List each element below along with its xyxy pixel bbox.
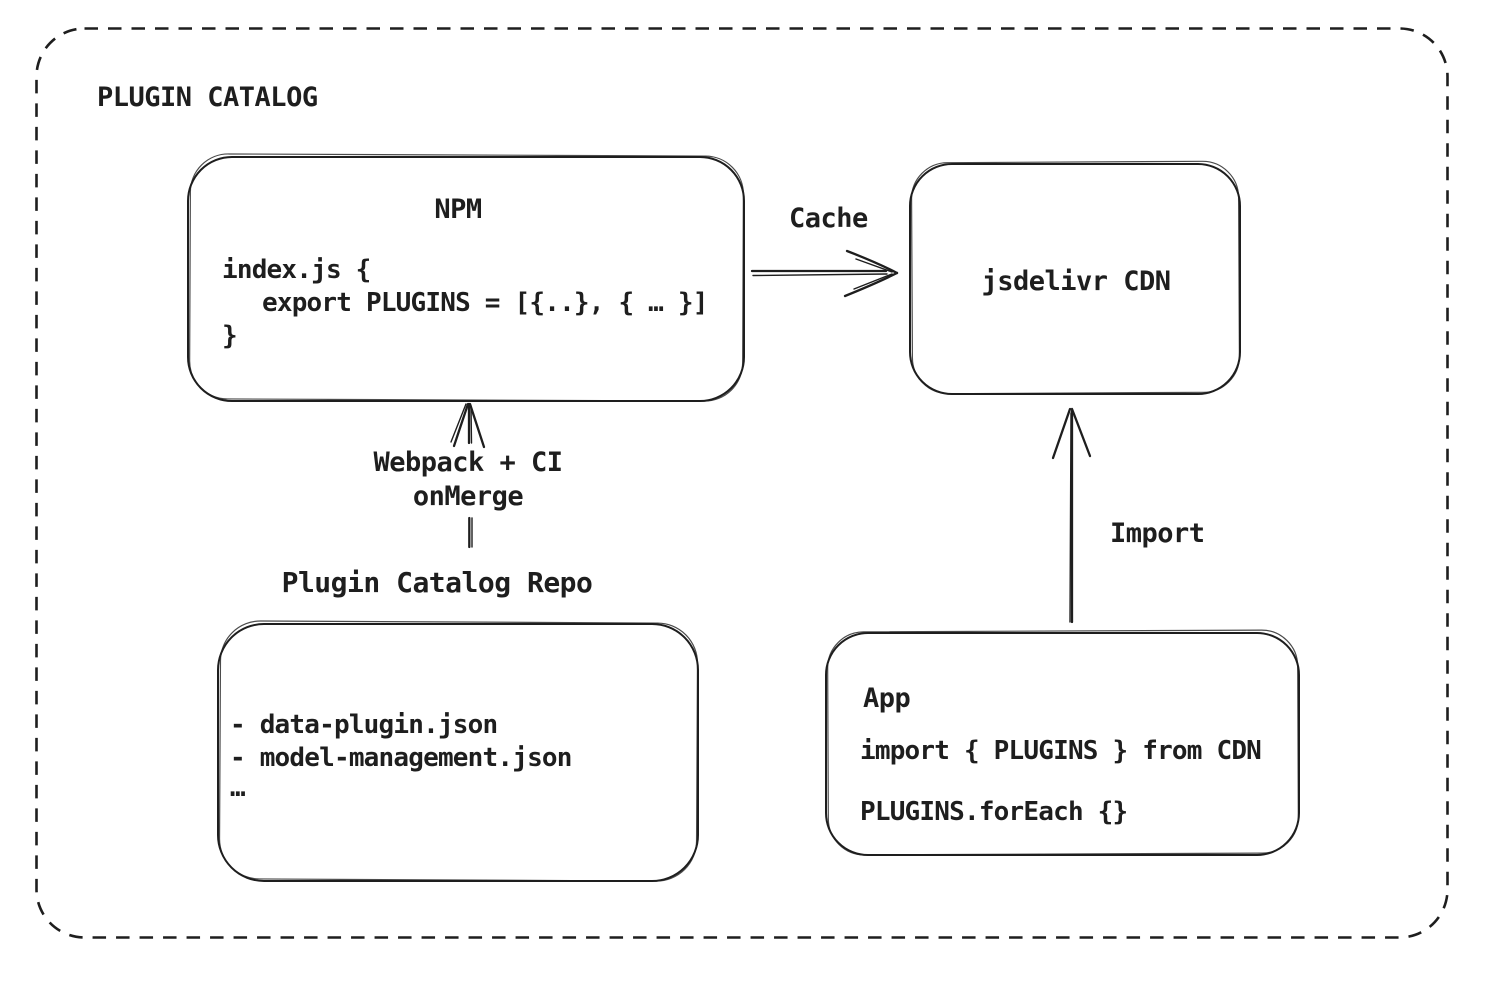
app-code-line: PLUGINS.forEach {} [860,797,1127,827]
npm-box: NPM index.js { export PLUGINS = [{..}, {… [187,153,745,402]
repo-box: Plugin Catalog Repo - data-plugin.json -… [217,566,699,882]
app-box: App import { PLUGINS } from CDN PLUGINS.… [825,629,1300,856]
repo-item: … [230,773,245,803]
build-arrow: Webpack + CI onMerge [373,402,563,549]
repo-box-title: Plugin Catalog Repo [282,566,593,599]
npm-code-line: index.js { [222,255,371,285]
cache-arrow: Cache [750,203,899,298]
build-arrow-label-line2: onMerge [413,481,524,512]
npm-box-title: NPM [434,194,482,225]
build-arrow-label-line1: Webpack + CI [373,447,562,478]
diagram-title: PLUGIN CATALOG [97,82,318,113]
repo-item: - data-plugin.json [230,710,497,740]
cdn-box-label: jsdelivr CDN [981,266,1170,297]
cache-arrow-label: Cache [789,203,868,234]
app-code-line: import { PLUGINS } from CDN [860,736,1261,766]
npm-code-line: } [222,321,237,351]
cdn-box: jsdelivr CDN [909,160,1241,395]
import-arrow: Import [1051,407,1205,624]
repo-item: - model-management.json [230,743,572,773]
import-arrow-label: Import [1110,518,1205,549]
plugin-catalog-frame [35,27,1449,939]
app-box-title: App [863,683,911,714]
npm-code-line: export PLUGINS = [{..}, { … }] [262,288,708,318]
